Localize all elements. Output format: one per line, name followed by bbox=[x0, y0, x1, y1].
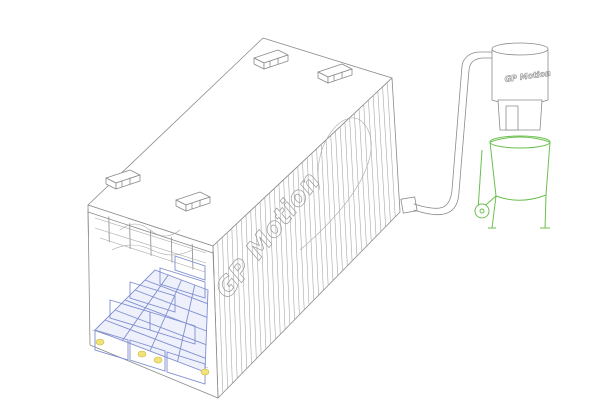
collector-lid bbox=[491, 42, 549, 56]
corrugation-rib bbox=[292, 170, 300, 315]
corrugation-rib bbox=[283, 179, 291, 325]
collector-hopper-rim bbox=[489, 135, 551, 149]
rack-box-back-2 bbox=[174, 255, 206, 281]
yellow-fixtures bbox=[95, 338, 210, 376]
corrugation-rib bbox=[311, 153, 319, 296]
fixture-4 bbox=[200, 368, 210, 376]
corrugation-rib bbox=[325, 139, 334, 281]
duct-hose-icon bbox=[400, 51, 493, 216]
corrugation-rib bbox=[363, 104, 372, 242]
end-post bbox=[191, 243, 194, 270]
corrugation-rib bbox=[222, 237, 228, 389]
duct-connector bbox=[400, 196, 418, 214]
collector-wheel bbox=[474, 203, 490, 219]
corrugation-rib bbox=[368, 100, 377, 237]
end-post bbox=[150, 230, 152, 256]
roof-vent-icon bbox=[253, 49, 289, 70]
roof-vents bbox=[105, 49, 353, 212]
fixture-1 bbox=[95, 338, 105, 346]
corrugation-rib bbox=[330, 135, 339, 276]
corrugation-rib bbox=[231, 228, 238, 379]
rack-box-2 bbox=[129, 339, 166, 372]
corrugation-rib bbox=[321, 144, 329, 286]
corrugation-rib bbox=[349, 117, 358, 257]
corrugation-rib bbox=[386, 82, 396, 217]
corrugation-rib bbox=[335, 131, 343, 271]
corrugation-rib bbox=[297, 166, 305, 310]
brand-swoosh bbox=[299, 117, 372, 251]
end-lintel bbox=[87, 211, 214, 254]
corrugation-rib bbox=[382, 86, 391, 222]
rack-grid-line bbox=[149, 279, 182, 352]
corrugation-rib bbox=[306, 157, 315, 301]
roof-vent-icon bbox=[175, 191, 211, 212]
corrugation-rib bbox=[236, 223, 243, 374]
corrugation-rib bbox=[264, 197, 271, 345]
corrugation-rib bbox=[302, 161, 310, 306]
corrugation-rib bbox=[226, 232, 233, 384]
corrugation-rib bbox=[354, 113, 362, 252]
corrugation-rib bbox=[217, 241, 224, 394]
rack-grid bbox=[104, 274, 208, 362]
corrugation-rib bbox=[245, 215, 252, 364]
fixture-2 bbox=[137, 350, 147, 358]
end-post bbox=[129, 223, 131, 250]
roof-vent-icon bbox=[317, 63, 353, 84]
corrugation-rib bbox=[255, 206, 262, 354]
interior-back-wall bbox=[94, 217, 207, 273]
corrugation-rib bbox=[372, 95, 382, 232]
corrugation-rib bbox=[269, 192, 276, 340]
shipping-container: GP Motion bbox=[87, 37, 401, 399]
end-post bbox=[212, 250, 215, 277]
collector-fan-housing bbox=[497, 99, 543, 131]
corrugation-rib bbox=[344, 122, 353, 261]
corrugation-rib bbox=[339, 126, 348, 266]
corrugation-rib bbox=[259, 201, 267, 350]
duct-pipe bbox=[413, 51, 493, 209]
roof-vent-icon bbox=[105, 169, 141, 190]
corrugation-rib bbox=[358, 108, 367, 247]
rack-box-3 bbox=[166, 351, 206, 385]
corrugation-rib bbox=[377, 91, 386, 227]
corrugation-rib bbox=[240, 219, 248, 369]
corrugation-rib bbox=[288, 175, 295, 320]
rack-grid-line bbox=[122, 274, 169, 341]
rack-box-back-1 bbox=[159, 267, 206, 299]
corrugation-rib bbox=[250, 210, 257, 359]
side-wall-corrugations bbox=[217, 82, 396, 394]
rack-box-1 bbox=[94, 329, 129, 361]
dust-collector-icon: GP Motion bbox=[474, 42, 552, 229]
collector-motor bbox=[505, 105, 519, 131]
storage-racks bbox=[94, 255, 209, 385]
rack-box-upper-3 bbox=[129, 281, 176, 313]
corrugation-rib bbox=[278, 184, 286, 330]
rack-box-upper-2 bbox=[149, 311, 196, 345]
fixture-3 bbox=[153, 356, 163, 364]
end-post bbox=[170, 236, 173, 263]
corrugation-rib bbox=[273, 188, 281, 335]
